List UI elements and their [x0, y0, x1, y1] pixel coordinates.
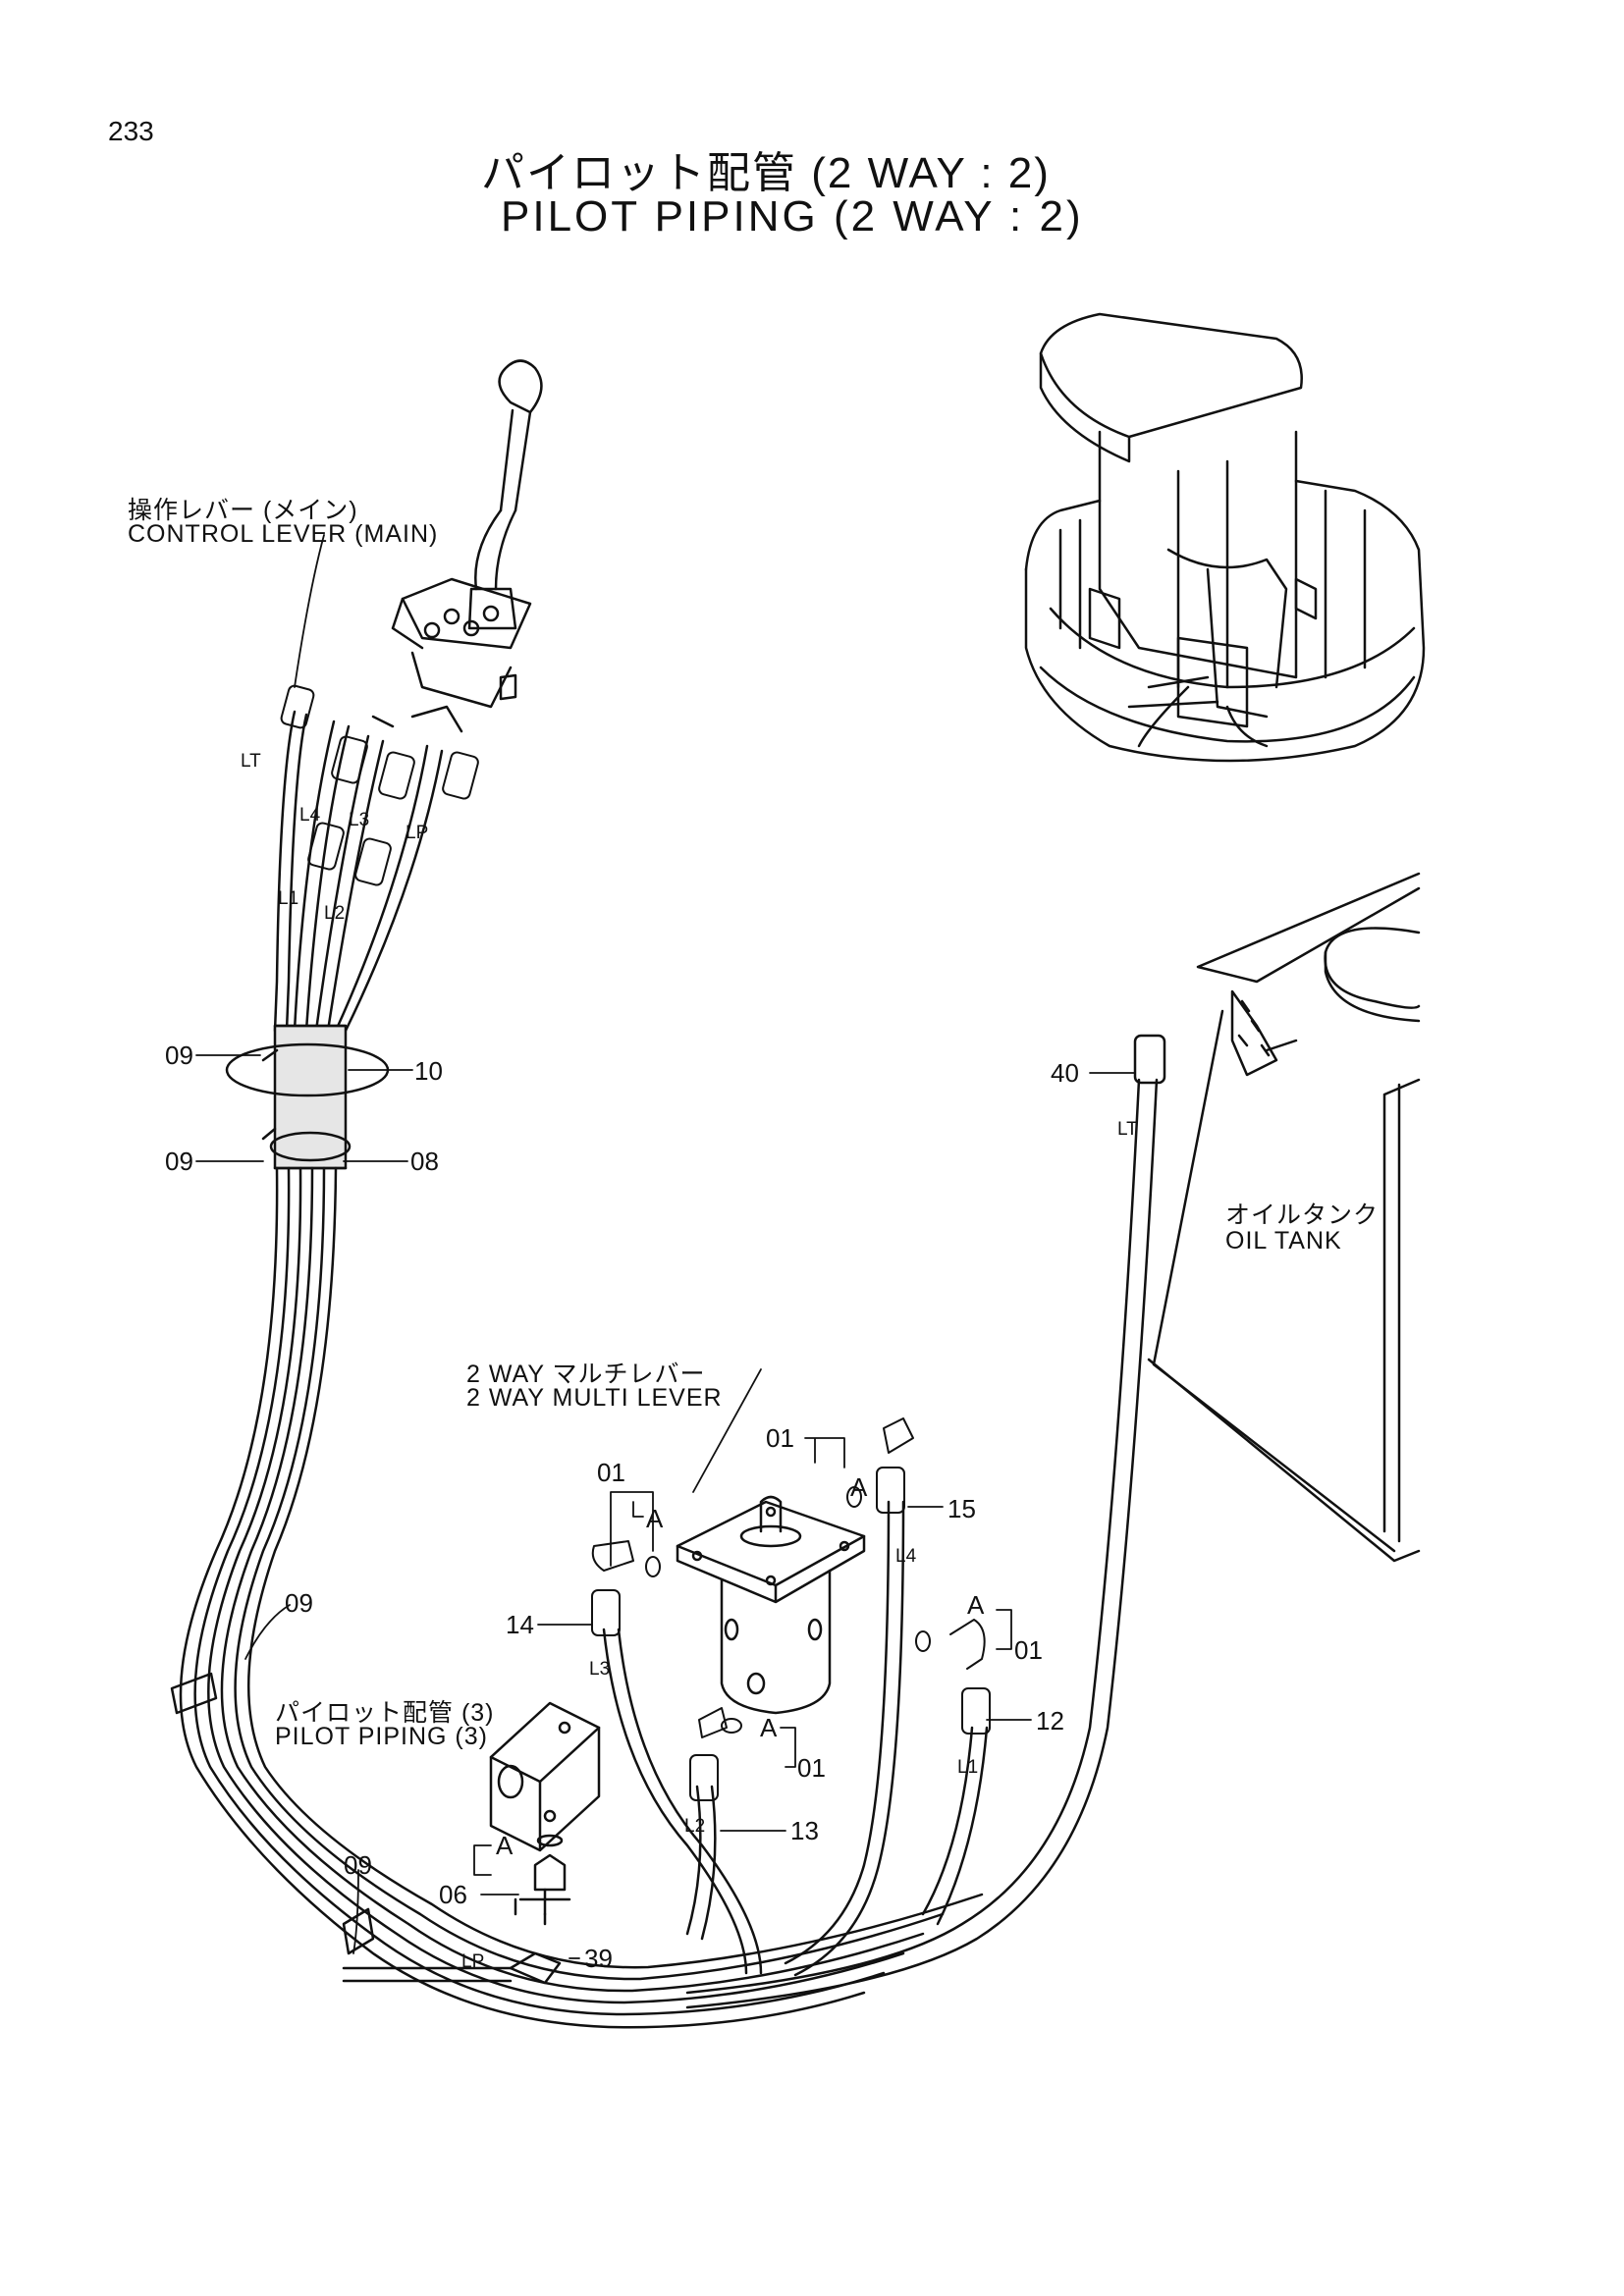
page-title-english: PILOT PIPING (2 WAY : 2): [501, 192, 1084, 240]
oil-tank-illustration: [1147, 872, 1421, 1563]
part-number-14: 14: [506, 1610, 534, 1639]
multi-lever-illustration: [676, 1495, 866, 1715]
part-number-15: 15: [947, 1494, 976, 1523]
part-number-06: 06: [439, 1880, 467, 1909]
detail-mark-a: A: [967, 1590, 985, 1620]
multi-lever-fittings: [591, 1417, 991, 1801]
hose-label-lt: LT: [241, 751, 261, 772]
part-number-08: 08: [410, 1147, 439, 1176]
leader-lines: [195, 534, 1136, 1959]
hose-label-l3: L3: [349, 810, 370, 830]
part-number-01: 01: [597, 1458, 625, 1487]
part-number-12: 12: [1036, 1706, 1064, 1735]
oil-tank-label-jp: オイルタンク: [1225, 1201, 1380, 1229]
part-number-01: 01: [797, 1753, 826, 1783]
hose-label-lp: LP: [406, 823, 429, 843]
multi-lever-hoses: [602, 1500, 989, 1977]
part-number-09: 09: [285, 1588, 313, 1618]
multi-lever-label-jp: 2 WAY マルチレバー: [466, 1361, 706, 1388]
hose-bundle: [170, 1166, 984, 2029]
part-number-40: 40: [1051, 1058, 1079, 1088]
part-number-39: 39: [584, 1944, 613, 1973]
hose-label-lt: LT: [1117, 1119, 1138, 1140]
page-number: 233: [108, 116, 154, 146]
hose-label-l1: L1: [278, 888, 299, 909]
hose-label-l3: L3: [589, 1659, 611, 1680]
hose-label-l4: L4: [299, 805, 321, 826]
page-title-japanese: パイロット配管 (2 WAY : 2): [481, 149, 1051, 197]
hose-label-l2: L2: [324, 903, 346, 924]
part-number-13: 13: [790, 1816, 819, 1845]
hose-fittings-top: [280, 684, 479, 886]
detail-mark-a: A: [760, 1713, 778, 1742]
part-number-01: 01: [1014, 1635, 1043, 1665]
hose-label-l1: L1: [957, 1757, 979, 1778]
control-lever-label-jp: 操作レバー (メイン): [128, 497, 358, 524]
part-number-09: 09: [165, 1041, 193, 1070]
detail-mark-a: A: [496, 1831, 514, 1860]
lt-hose: [685, 1034, 1166, 2009]
detail-mark-a: A: [850, 1472, 868, 1502]
control-lever-illustration: [391, 359, 543, 709]
hose-label-lp: LP: [461, 1951, 485, 1972]
lever-hoses: [273, 705, 463, 1033]
hose-label-l4: L4: [895, 1546, 917, 1567]
pilot-piping-3-label-en: PILOT PIPING (3): [275, 1723, 488, 1750]
part-number-01: 01: [766, 1423, 794, 1453]
clamp-assembly: [225, 1024, 390, 1170]
pilot-piping-3-label-jp: パイロット配管 (3): [275, 1699, 495, 1727]
multi-lever-label-en: 2 WAY MULTI LEVER: [466, 1384, 723, 1412]
pilot-block-illustration: [342, 1701, 601, 1985]
part-number-10: 10: [414, 1056, 443, 1086]
detail-mark-a: A: [646, 1504, 664, 1533]
part-number-09: 09: [344, 1850, 372, 1880]
control-lever-label-en: CONTROL LEVER (MAIN): [128, 520, 439, 548]
oil-tank-label-en: OIL TANK: [1225, 1227, 1342, 1255]
cab-illustration: [1024, 312, 1426, 763]
part-number-09: 09: [165, 1147, 193, 1176]
hose-label-l2: L2: [684, 1816, 706, 1837]
